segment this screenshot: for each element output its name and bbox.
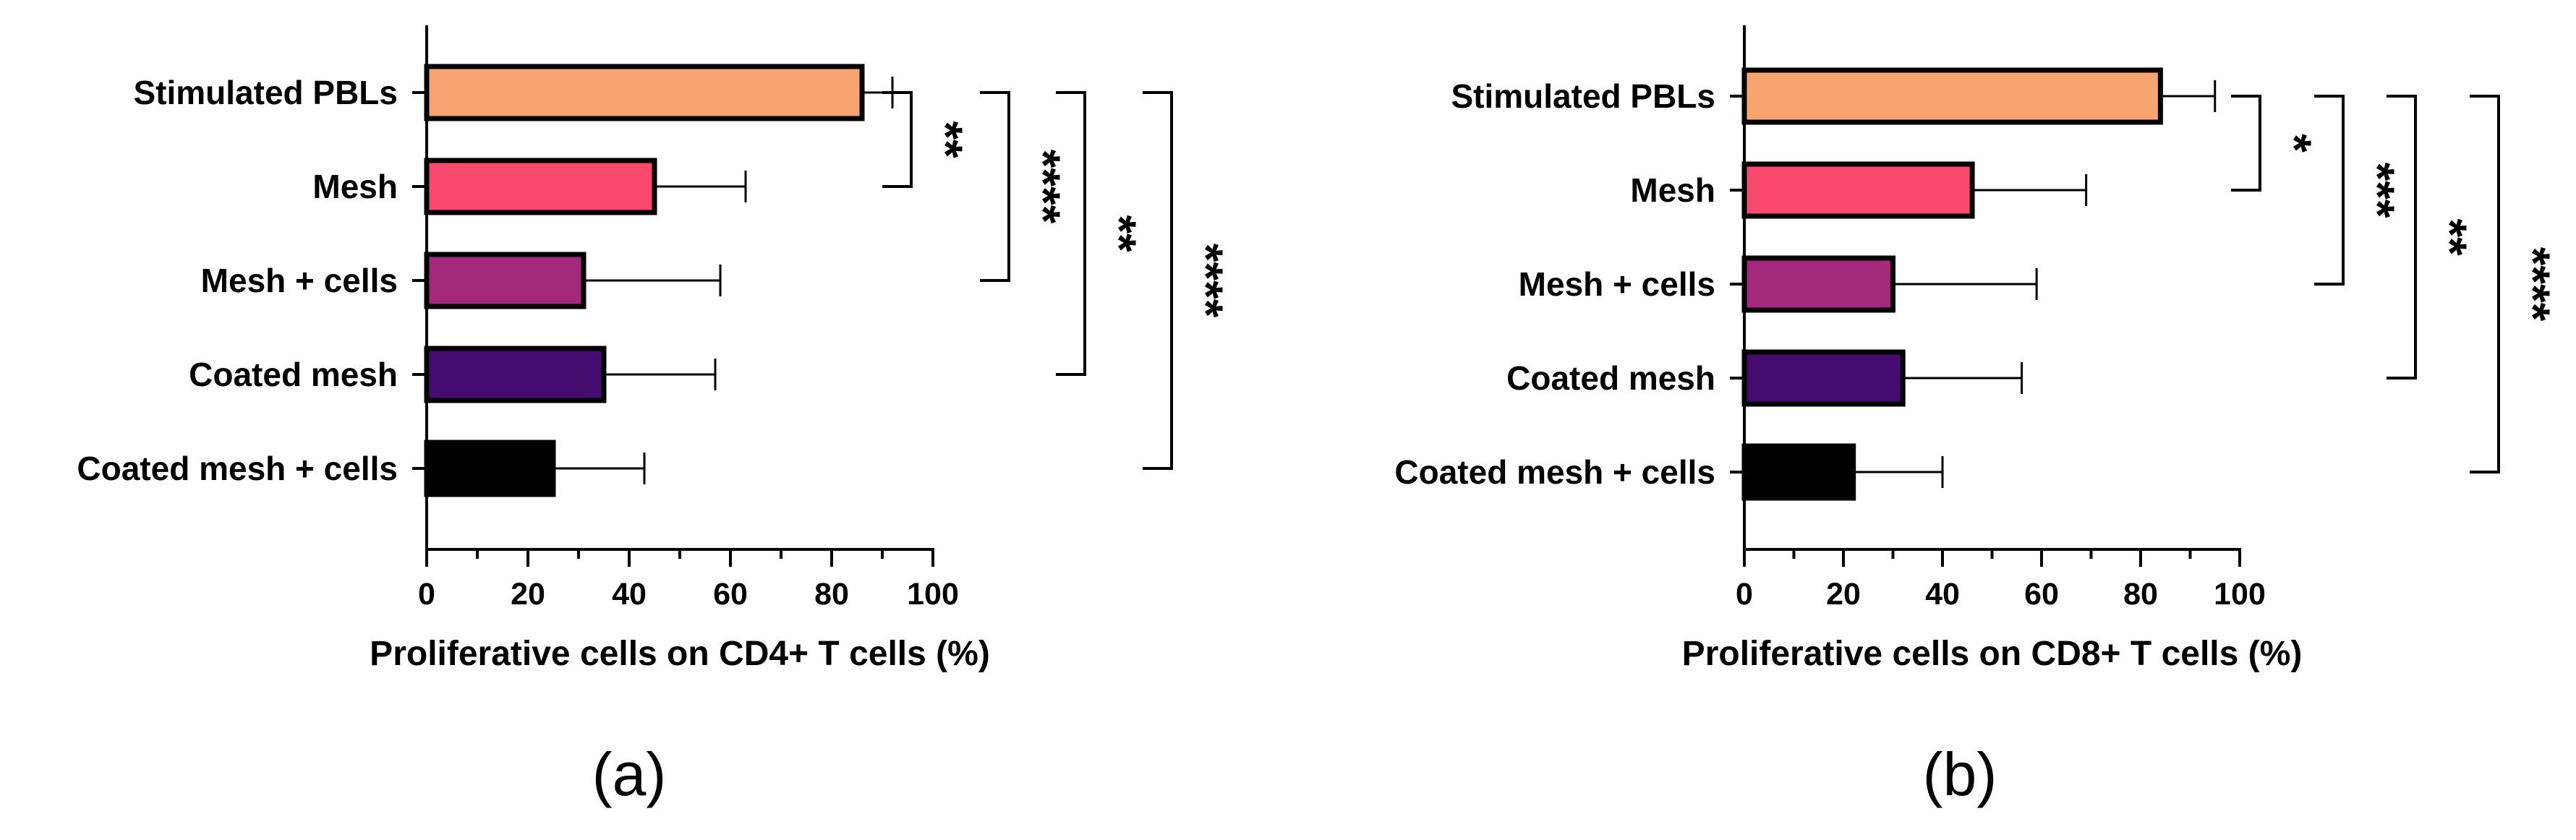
x-tick-label: 20	[511, 577, 545, 612]
significance-label: **	[1093, 215, 1146, 252]
bar	[1741, 443, 1856, 501]
significance-bracket	[2314, 95, 2345, 286]
category-label: Mesh	[1630, 171, 1715, 209]
x-tick-label: 60	[2024, 577, 2059, 612]
category-label: Stimulated PBLs	[133, 74, 398, 111]
category-label: Mesh	[312, 168, 398, 205]
significance-bracket	[2470, 95, 2500, 473]
significance-label: ****	[1017, 150, 1070, 224]
significance-label: ****	[2507, 247, 2560, 322]
x-axis-title: Proliferative cells on CD4+ T cells (%)	[370, 635, 990, 673]
x-tick-label: 20	[1826, 577, 1861, 612]
category-label: Coated mesh	[189, 356, 398, 393]
bar	[1741, 255, 1895, 313]
significance-label: ****	[1180, 244, 1233, 318]
category-label: Coated mesh	[1506, 359, 1715, 397]
category-label: Coated mesh + cells	[1394, 453, 1715, 491]
bar	[424, 346, 607, 403]
x-tick-label: 100	[2214, 577, 2266, 612]
significance-bracket	[2387, 95, 2417, 380]
x-tick-label: 0	[1736, 577, 1753, 612]
bar	[1741, 349, 1906, 407]
significance-bracket	[980, 91, 1010, 282]
bar	[1741, 161, 1975, 219]
x-tick-label: 60	[713, 577, 748, 612]
x-axis-title: Proliferative cells on CD8+ T cells (%)	[1682, 635, 2303, 673]
bar	[1741, 67, 2163, 125]
significance-bracket	[1143, 91, 1173, 470]
panel-label: (b)	[1923, 740, 1997, 808]
significance-label: **	[919, 121, 973, 158]
x-tick-label: 40	[1925, 577, 1960, 612]
bar	[424, 440, 556, 497]
category-label: Mesh + cells	[201, 262, 398, 299]
bar	[424, 64, 865, 121]
x-tick-label: 80	[2123, 577, 2158, 612]
x-tick-label: 80	[814, 577, 849, 612]
x-tick-label: 40	[612, 577, 647, 612]
category-label: Coated mesh + cells	[77, 450, 398, 487]
significance-bracket	[1056, 91, 1086, 376]
bar	[424, 158, 657, 215]
category-label: Stimulated PBLs	[1451, 77, 1715, 115]
x-tick-label: 0	[418, 577, 435, 612]
x-tick-label: 100	[907, 577, 959, 612]
significance-label: **	[2423, 218, 2477, 256]
significance-label: ***	[2351, 162, 2405, 218]
category-label: Mesh + cells	[1519, 265, 1715, 303]
bar	[424, 252, 587, 309]
panel-label: (a)	[592, 740, 667, 808]
significance-label: *	[2268, 134, 2321, 153]
significance-bracket	[2231, 95, 2261, 192]
significance-bracket	[882, 91, 913, 188]
